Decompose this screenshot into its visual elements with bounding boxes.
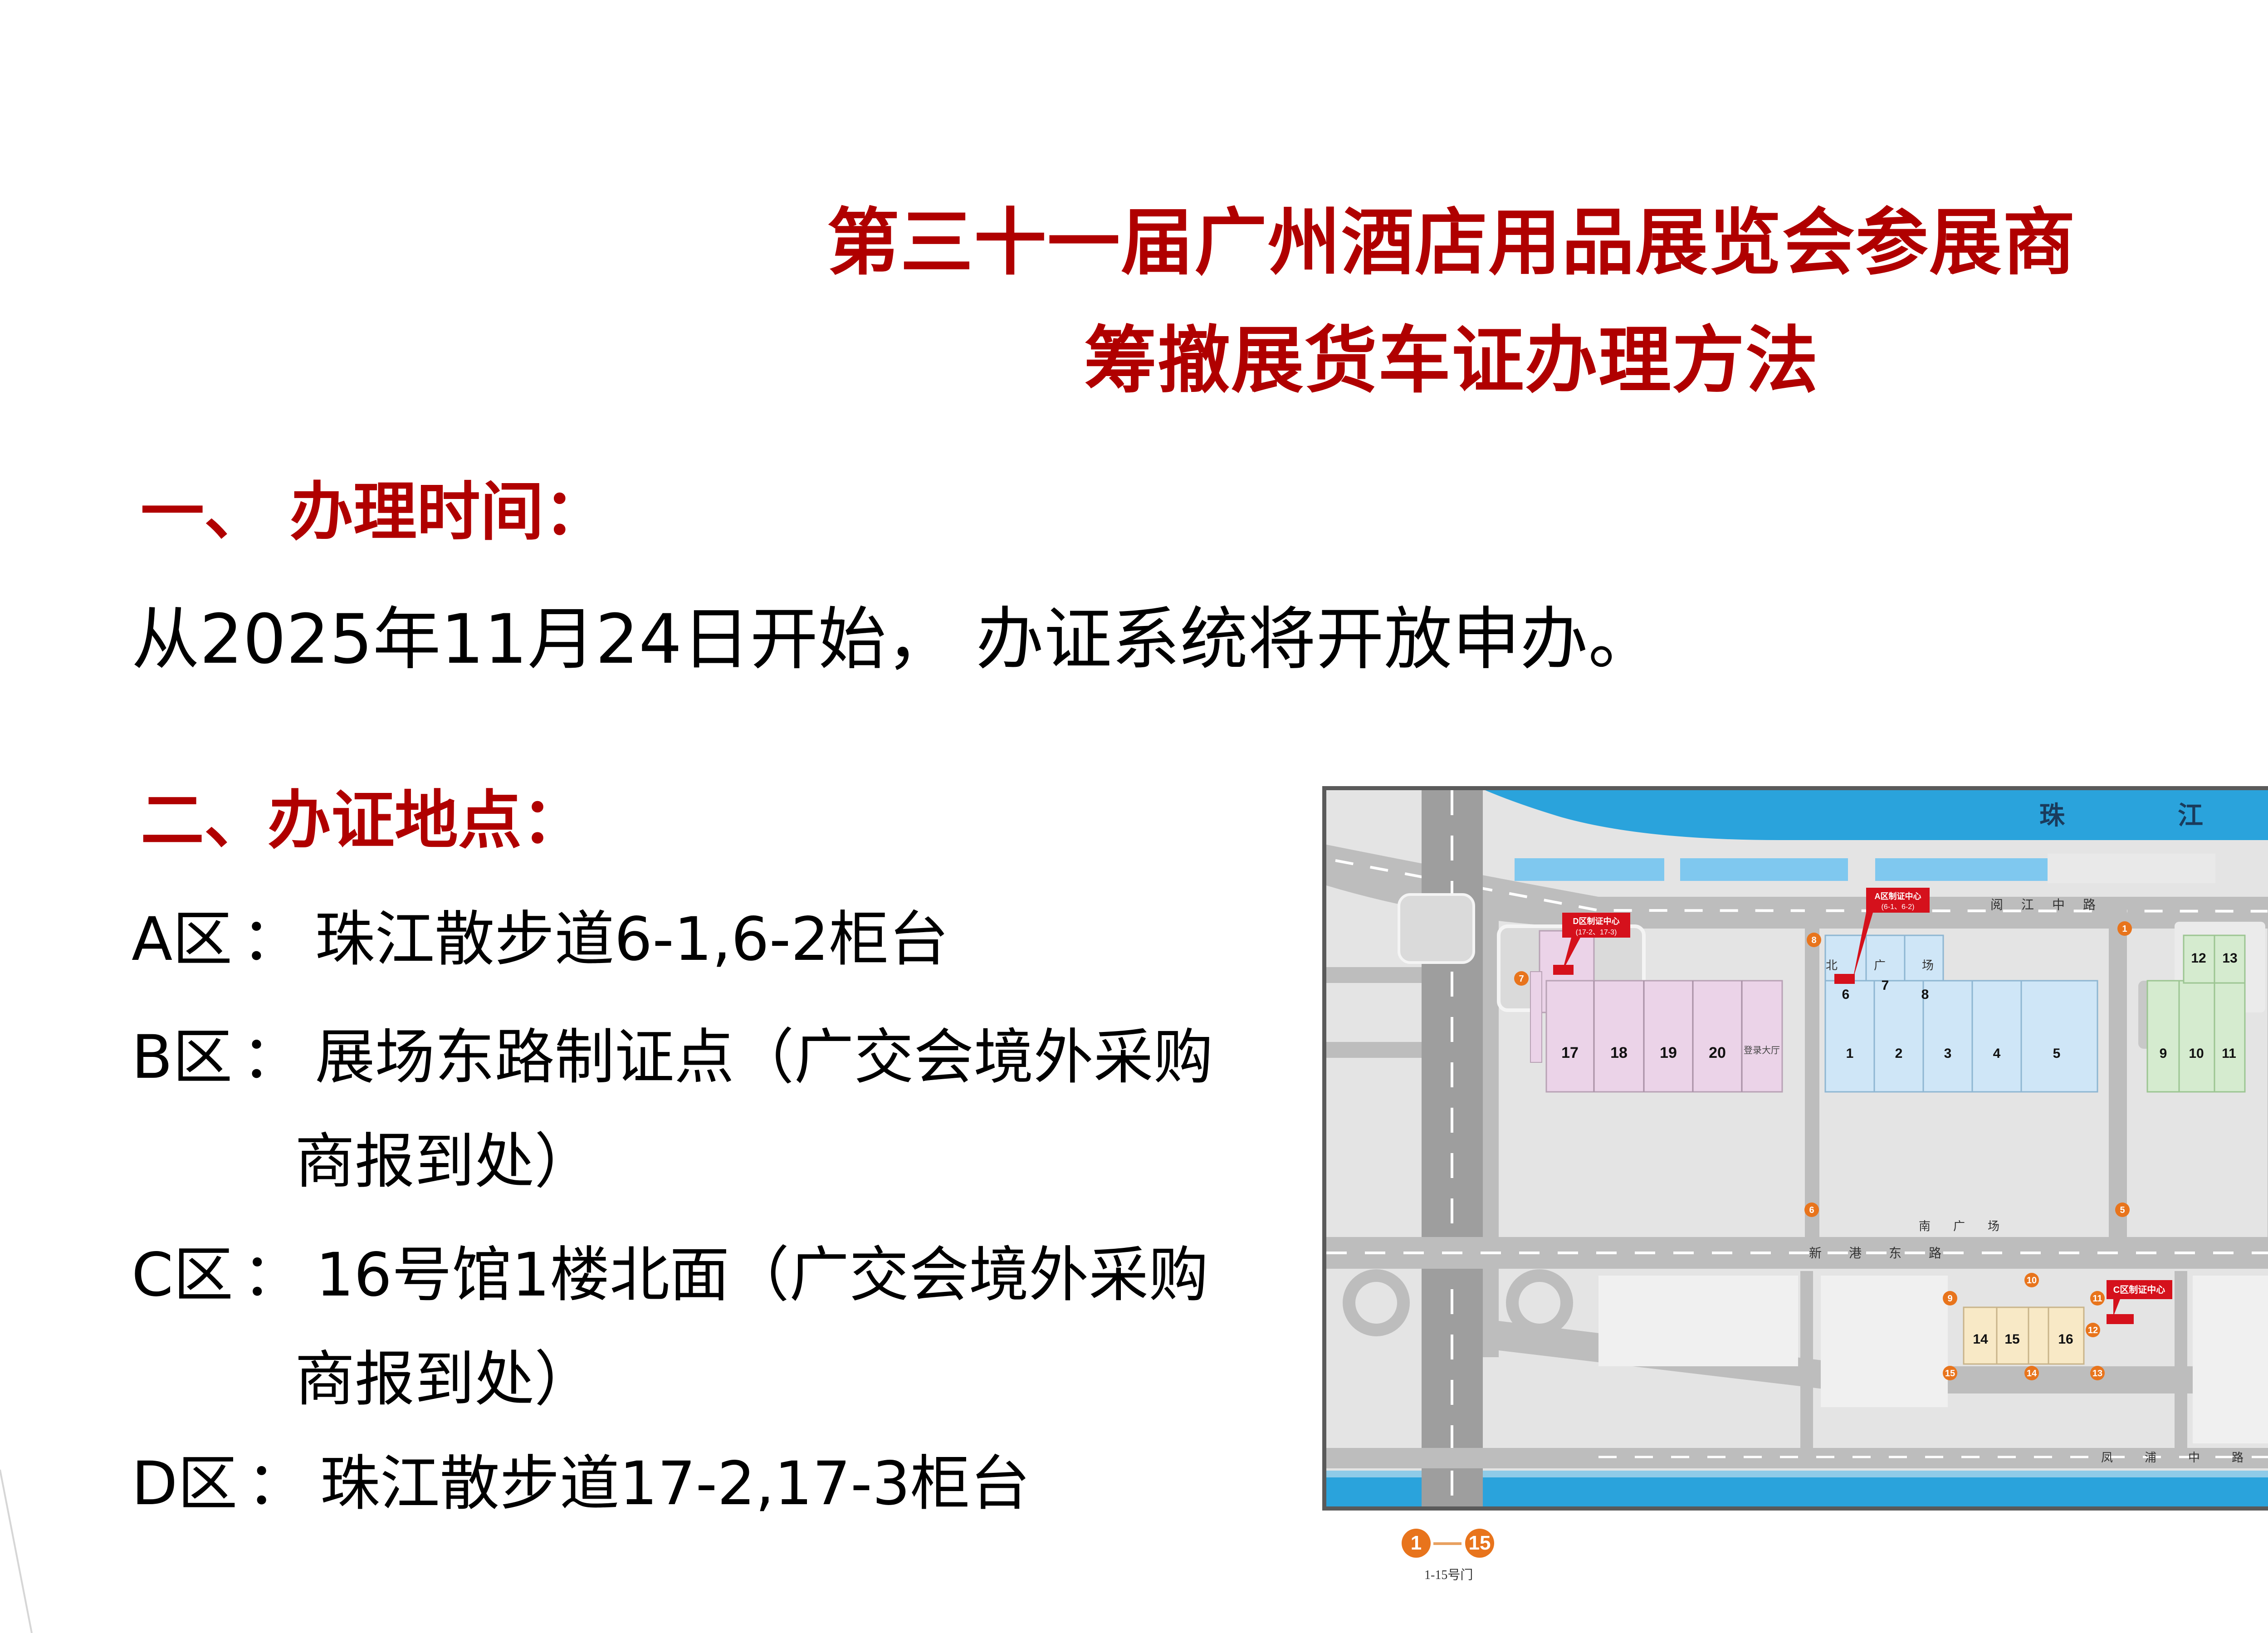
zone-label: A区: [132, 905, 233, 974]
hall-5: 5: [2053, 1046, 2061, 1061]
svg-text:12: 12: [2088, 1325, 2098, 1335]
hall-12: 12: [2191, 951, 2206, 966]
page-title-line-2: 筹撤展货车证办理方法: [1084, 318, 1819, 403]
hall-3: 3: [1944, 1046, 1952, 1061]
hall-9: 9: [2160, 1046, 2167, 1061]
hall-11: 11: [2222, 1046, 2236, 1061]
legend-gate-end-icon: 15: [1465, 1529, 1494, 1558]
zone-label: B区: [132, 1022, 233, 1092]
gate-12-icon: [2086, 1323, 2100, 1337]
river-label-1: 珠: [2039, 801, 2065, 830]
hall-6: 6: [1842, 987, 1850, 1002]
location-a: A区：珠江散步道6-1,6-2柜台: [132, 909, 948, 969]
zone-d-halls: 17 18 19 20 登录大厅: [1530, 930, 1783, 1093]
road-south: 凤浦中路: [2101, 1451, 2268, 1464]
section-heading-time: 一、 办理时间：: [141, 475, 607, 549]
zone-label: C区: [132, 1240, 234, 1310]
callout-a-sub: (6-1、6-2): [1882, 903, 1915, 911]
zone-b-halls: 12 13 9 10 11: [2146, 934, 2246, 1093]
callout-c: C区制证中心: [2107, 1280, 2172, 1324]
north-square: 北广场: [1826, 958, 1970, 972]
hall-13: 13: [2222, 951, 2237, 966]
gate-1-icon: [2117, 921, 2132, 936]
svg-text:13: 13: [2092, 1369, 2102, 1379]
hall-8: 8: [1921, 987, 1929, 1002]
location-text: 展场东路制证点（广交会境外采购: [315, 1022, 1213, 1092]
svg-text:7: 7: [1519, 974, 1524, 984]
legend-dash: [1433, 1542, 1461, 1545]
south-square: 南广场: [1919, 1219, 2022, 1233]
registration-hall-label: 登录大厅: [1744, 1045, 1780, 1056]
gate-7-icon: [1514, 971, 1529, 986]
hall-15: 15: [2004, 1332, 2019, 1347]
location-b: B区：展场东路制证点（广交会境外采购: [132, 1027, 1213, 1087]
svg-text:5: 5: [2120, 1205, 2125, 1215]
hall-17: 17: [1561, 1044, 1579, 1061]
section-heading-location: 二、办证地点：: [141, 784, 586, 858]
legend-label: 1-15号门: [1424, 1568, 1473, 1582]
gate-9-icon: [1943, 1291, 1957, 1305]
gate-8-icon: [1807, 933, 1821, 947]
gate-10-icon: [2024, 1273, 2039, 1287]
hall-7: 7: [1882, 978, 1889, 993]
hall-1: 1: [1846, 1046, 1854, 1061]
zone-separator: ：: [241, 905, 302, 974]
gate-6-icon: [1804, 1203, 1819, 1217]
callout-d-sub: (17-2、17-3): [1576, 929, 1617, 936]
hall-20: 20: [1709, 1044, 1726, 1061]
callout-d: D区制证中心 (17-2、17-3): [1553, 913, 1630, 975]
zone-a-halls: 6 7 8 1 2 3 4 5: [1824, 934, 2098, 1093]
svg-text:1: 1: [2122, 924, 2127, 934]
road-north: 阅江中路: [1990, 898, 2114, 912]
zone-separator: ：: [241, 1022, 302, 1092]
legend-gate-start-icon: 1: [1402, 1529, 1431, 1558]
hall-19: 19: [1660, 1044, 1677, 1061]
gate-14-icon: [2024, 1366, 2039, 1380]
svg-text:11: 11: [2092, 1294, 2102, 1304]
gate-11-icon: [2090, 1291, 2105, 1305]
location-text: 珠江散步道17-2,17-3柜台: [320, 1449, 1030, 1519]
gate-13-icon: [2090, 1366, 2105, 1380]
hall-18: 18: [1610, 1044, 1628, 1061]
venue-map: 17 18 19 20 登录大厅 6 7 8 1 2: [1322, 786, 2268, 1511]
location-c: C区：16号馆1楼北面（广交会境外采购: [132, 1245, 1208, 1305]
zone-separator: ：: [242, 1240, 303, 1310]
location-b-continuation: 商报到处）: [295, 1127, 594, 1197]
location-d: D区：珠江散步道17-2,17-3柜台: [132, 1454, 1030, 1514]
hall-14: 14: [1973, 1332, 1988, 1347]
callout-a: A区制证中心 (6-1、6-2): [1834, 888, 1930, 984]
svg-text:9: 9: [1947, 1294, 1952, 1304]
page-title-line-1: 第三十一届广州酒店用品展览会参展商: [826, 200, 2076, 285]
hall-16: 16: [2058, 1332, 2073, 1347]
gate-15-icon: [1943, 1366, 1957, 1380]
river-label-2: 江: [2178, 801, 2203, 830]
time-description: 从2025年11月24日开始， 办证系统将开放申办。: [132, 600, 1657, 679]
callout-a-title: A区制证中心: [1875, 891, 1921, 901]
road-middle: 新港东路: [1809, 1246, 1969, 1260]
svg-text:14: 14: [2027, 1369, 2037, 1379]
callout-d-title: D区制证中心: [1573, 916, 1620, 926]
location-text: 珠江散步道6-1,6-2柜台: [315, 905, 949, 974]
hall-4: 4: [1993, 1046, 2001, 1061]
svg-text:8: 8: [1811, 935, 1816, 945]
svg-text:10: 10: [2027, 1276, 2037, 1286]
zone-c-halls: 14 15 16: [1963, 1306, 2085, 1365]
location-text: 16号馆1楼北面（广交会境外采购: [316, 1240, 1209, 1310]
map-legend: 1 15 1-15号门: [1402, 1529, 1510, 1582]
svg-text:6: 6: [1809, 1205, 1814, 1215]
location-c-continuation: 商报到处）: [295, 1345, 594, 1414]
gate-5-icon: [2115, 1203, 2130, 1217]
svg-text:15: 15: [1945, 1369, 1955, 1379]
river: [1485, 790, 2268, 840]
hall-10: 10: [2189, 1046, 2204, 1061]
callout-c-title: C区制证中心: [2113, 1284, 2165, 1295]
zone-label: D区: [132, 1449, 238, 1519]
zone-separator: ：: [246, 1449, 307, 1519]
hall-2: 2: [1895, 1046, 1903, 1061]
